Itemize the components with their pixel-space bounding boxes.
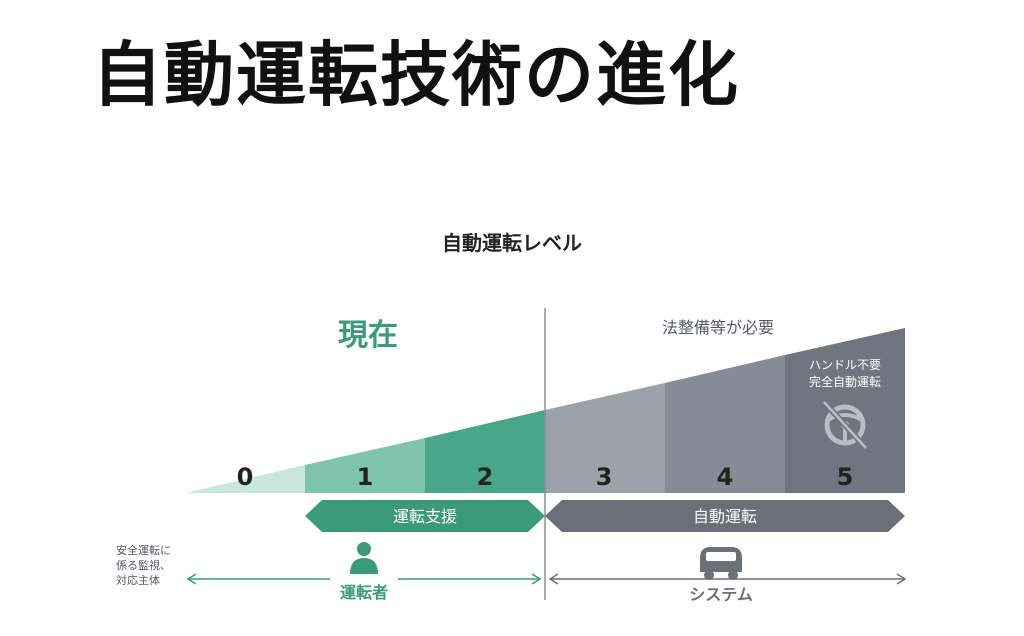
- level-5-number: 5: [837, 463, 854, 491]
- assist-arrow: [305, 500, 545, 532]
- level-3-segment: [545, 383, 665, 493]
- automated-arrow: [545, 500, 905, 532]
- autonomous-car-icon: [700, 547, 742, 580]
- level-2-segment: [425, 410, 545, 493]
- page-title: 自動運転技術の進化: [92, 34, 740, 116]
- level-0-segment: [186, 465, 305, 493]
- level-4-number: 4: [717, 463, 734, 491]
- level-1-segment: [305, 438, 425, 493]
- level-3-number: 3: [596, 463, 613, 491]
- level5-note-line2: 完全自動運転: [809, 374, 881, 389]
- responsibility-line2: 係る監視、: [116, 558, 171, 572]
- diagram-subtitle: 自動運転レベル: [442, 231, 582, 255]
- level-4-segment: [665, 355, 785, 493]
- system-range-arrow: [548, 573, 907, 585]
- responsibility-line1: 安全運転に: [116, 543, 171, 557]
- legal-label: 法整備等が必要: [662, 318, 774, 337]
- automated-label: 自動運転: [693, 507, 757, 526]
- level-2-number: 2: [477, 463, 494, 491]
- current-label: 現在: [338, 318, 398, 353]
- driver-label: 運転者: [340, 583, 388, 602]
- person-icon: [350, 542, 378, 574]
- no-steering-wheel-icon: [821, 399, 869, 451]
- responsibility-line3: 対応主体: [116, 573, 160, 587]
- level5-note-line1: ハンドル不要: [809, 358, 881, 372]
- level-1-number: 1: [357, 463, 374, 491]
- system-label: システム: [689, 585, 753, 604]
- level-0-number: 0: [237, 463, 254, 491]
- level-5-segment: [785, 328, 905, 493]
- assist-label: 運転支援: [393, 507, 457, 526]
